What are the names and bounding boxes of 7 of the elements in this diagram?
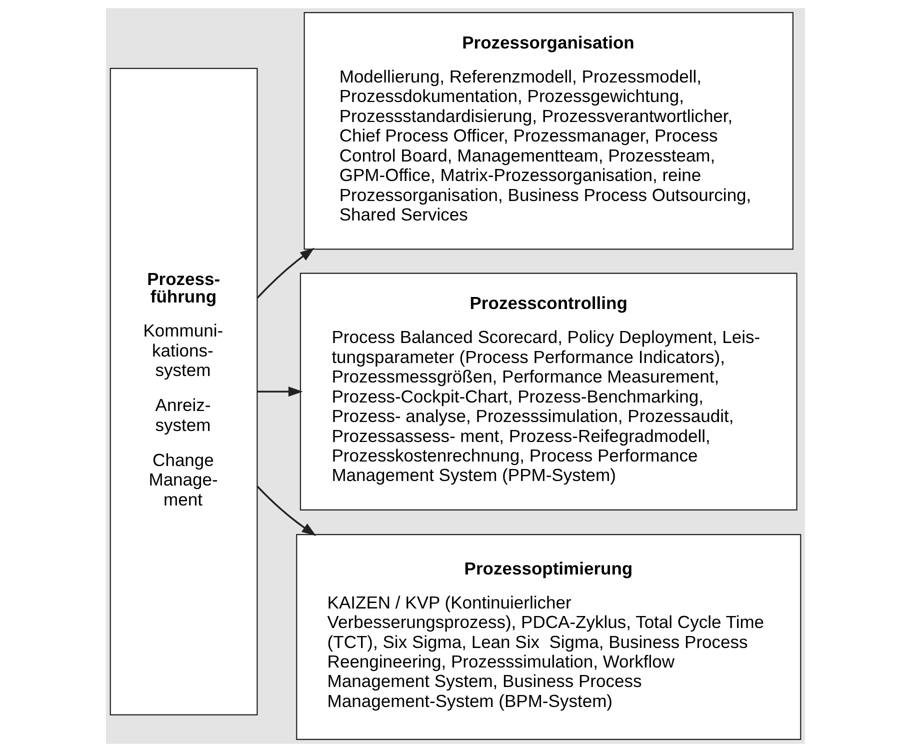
node-box: Prozess- führung Kommuni- kations- system Anreiz- system Change Manage- ment [109, 68, 258, 716]
arrow [256, 248, 314, 298]
arrow [256, 386, 302, 397]
node-box: Prozessoptimierung KAIZEN / KVP (Kontinuierlicher Verbesserungsprozess), PDCA-Zyklus, Total Cycle Time (TCT), Six Sigma, Lean Six Sigma, Business Process Reengineering, Prozesssimulation, Workflow Management System, Business Process Management-System (BPM-System) [296, 534, 801, 740]
node-box: Prozesscontrolling Process Balanced Scorecard, Policy Deployment, Leis- tungsparameter (Process Performance Indicators), Prozessmessgrößen, Performance Measurement, Prozess-Cockpit-Chart, Prozess-Benchmarking, Prozess- analyse, Prozesssimulation, Prozessaudit, Prozessassess- ment, Prozess-Reifegradmodell, Prozesskostenrechnung, Process Performance Management System (PPM-System) [299, 272, 797, 510]
arrow [256, 486, 316, 536]
node-box: Prozessorganisation Modellierung, Referenzmodell, Prozessmodell, Prozessdokumentation, Prozessgewichtung, Prozessstandardisierung, Prozessverantwortlicher, Chief Process Officer, Prozessmanager, Process Control Board, Managementteam, Prozessteam, GPM-Office, Matrix-Prozessorganisation, reine Prozessorganisation, Business Process Outsourcing, Shared Services [303, 12, 793, 250]
